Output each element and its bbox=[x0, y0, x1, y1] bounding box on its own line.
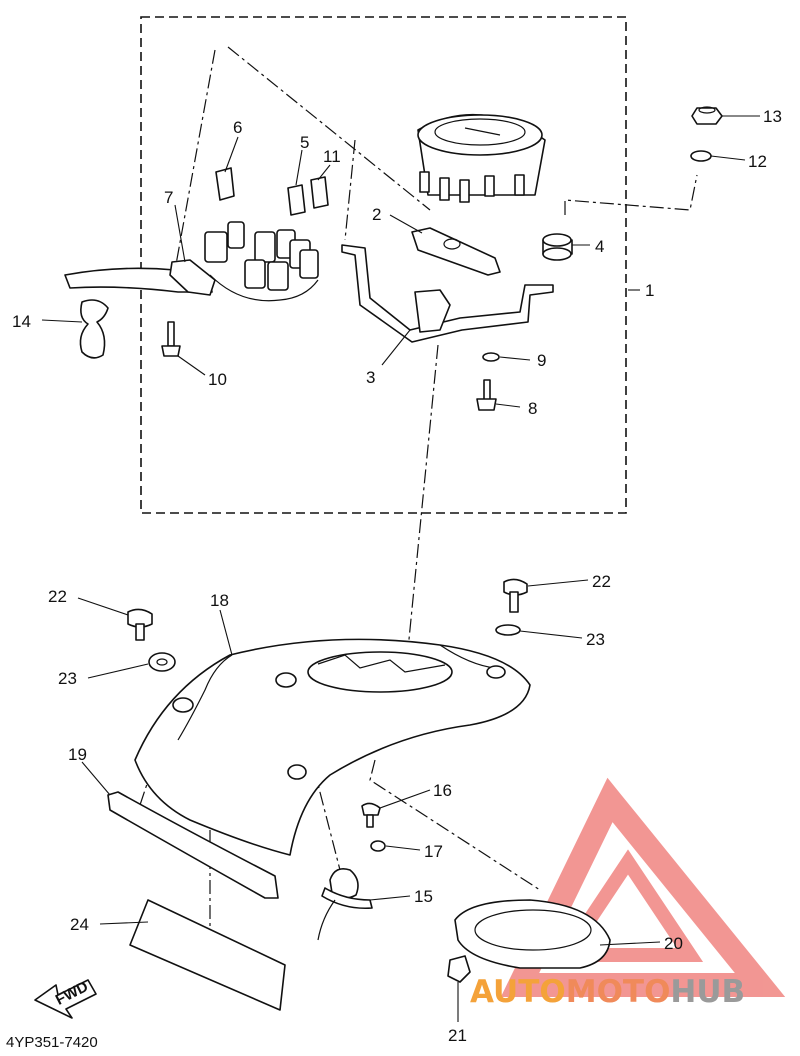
callout-5: 5 bbox=[300, 133, 309, 152]
part-14-clip bbox=[79, 299, 109, 359]
callout-10: 10 bbox=[208, 370, 227, 389]
callout-2: 2 bbox=[372, 205, 381, 224]
diagram-code: 4YP351-7420 bbox=[6, 1034, 98, 1051]
part-16-screw bbox=[361, 802, 381, 828]
callout-17: 17 bbox=[424, 842, 443, 861]
callout-23-left: 23 bbox=[58, 669, 77, 688]
part-21-clip bbox=[447, 955, 471, 983]
watermark-auto: AUTO bbox=[470, 974, 566, 1010]
part-3-bracket bbox=[341, 244, 554, 343]
bulb-socket-cluster bbox=[204, 167, 329, 302]
watermark-moto: MOTO bbox=[566, 974, 671, 1010]
part-22-screw-left bbox=[127, 608, 153, 641]
callout-20: 20 bbox=[664, 934, 683, 953]
callout-15: 15 bbox=[414, 887, 433, 906]
part-10-screw bbox=[161, 321, 181, 357]
callout-23-right: 23 bbox=[586, 630, 605, 649]
callout-22-right: 22 bbox=[592, 572, 611, 591]
callout-1: 1 bbox=[645, 281, 654, 300]
callout-24: 24 bbox=[70, 915, 89, 934]
callout-9: 9 bbox=[537, 351, 546, 370]
callout-18: 18 bbox=[210, 591, 229, 610]
callout-16: 16 bbox=[433, 781, 452, 800]
callout-19: 19 bbox=[68, 745, 87, 764]
assembly-box bbox=[140, 16, 627, 514]
part-24-panel bbox=[129, 899, 286, 1011]
callout-6: 6 bbox=[233, 118, 242, 137]
part-9-washer bbox=[482, 352, 500, 362]
callout-21: 21 bbox=[448, 1026, 467, 1045]
part-2-plate bbox=[411, 227, 501, 276]
callout-14: 14 bbox=[12, 312, 31, 331]
leader-lines bbox=[41, 115, 760, 1022]
part-15-socket bbox=[317, 867, 373, 941]
watermark-logo-icon bbox=[500, 777, 786, 997]
part-17-washer bbox=[370, 840, 386, 852]
part-12-washer bbox=[690, 150, 712, 162]
part-23-washer-left bbox=[148, 652, 176, 672]
watermark-text: AUTOMOTOHUB bbox=[470, 974, 745, 1010]
meter-assembly bbox=[417, 113, 546, 203]
part-8-screw bbox=[476, 379, 497, 411]
part-19-strip bbox=[107, 791, 279, 899]
callout-4: 4 bbox=[595, 237, 604, 256]
callout-7: 7 bbox=[164, 188, 173, 207]
callout-8: 8 bbox=[528, 399, 537, 418]
callout-3: 3 bbox=[366, 368, 375, 387]
watermark-hub: HUB bbox=[670, 974, 745, 1010]
part-13-nut bbox=[691, 106, 723, 125]
part-18-cover bbox=[134, 638, 531, 856]
part-22-screw-right bbox=[503, 578, 528, 613]
callout-22-left: 22 bbox=[48, 587, 67, 606]
callout-13: 13 bbox=[763, 107, 782, 126]
callout-11: 11 bbox=[323, 147, 341, 166]
part-4-grommet bbox=[542, 233, 573, 261]
callout-labels: 1 2 3 4 5 6 7 8 9 10 11 12 13 14 15 16 1… bbox=[12, 107, 782, 1045]
fwd-arrow-icon bbox=[34, 979, 97, 1019]
callout-12: 12 bbox=[748, 152, 767, 171]
part-23-washer-right bbox=[495, 624, 521, 636]
part-20-ring bbox=[454, 899, 611, 969]
